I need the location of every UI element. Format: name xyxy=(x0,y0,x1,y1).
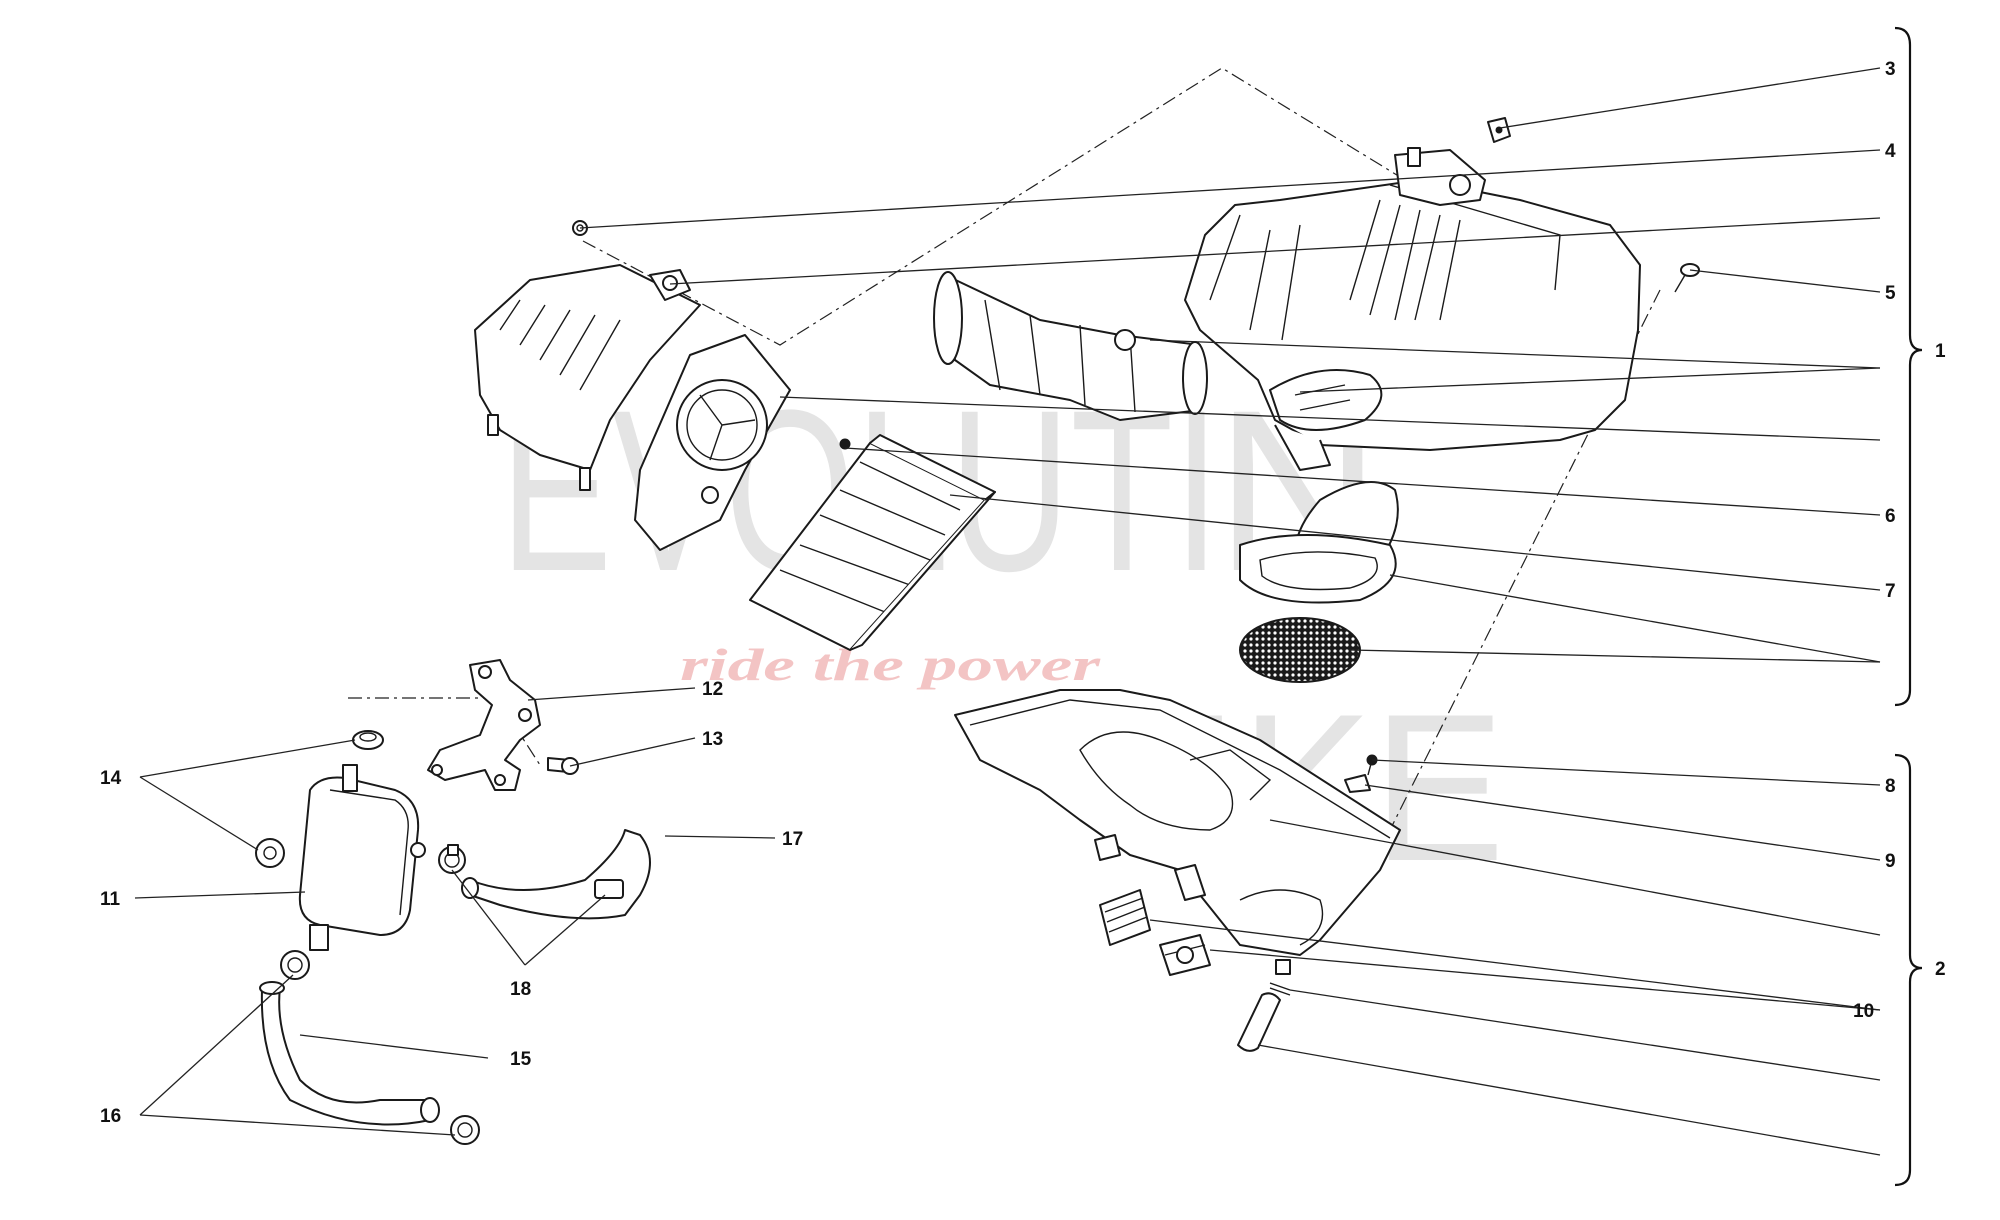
clamps-16 xyxy=(280,950,480,1145)
callout-3: 3 xyxy=(1885,59,1896,80)
lower-airbox xyxy=(954,689,1401,956)
callout-17: 17 xyxy=(782,829,803,850)
callout-16: 16 xyxy=(100,1106,121,1127)
callout-2: 2 xyxy=(1935,959,1946,980)
bolt-5 xyxy=(1674,263,1700,293)
airbox-rear-cover xyxy=(474,264,701,491)
callout-12: 12 xyxy=(702,679,723,700)
callout-18: 18 xyxy=(510,979,531,1000)
callout-11: 11 xyxy=(100,889,121,910)
watermark-tagline: ride the power xyxy=(680,639,1102,690)
callout-15: 15 xyxy=(510,1049,532,1070)
intake-duct xyxy=(933,271,1208,421)
callout-14: 14 xyxy=(100,768,122,789)
callout-5: 5 xyxy=(1885,283,1896,304)
intake-horn xyxy=(1239,481,1399,604)
callout-7: 7 xyxy=(1885,581,1896,602)
brace-assembly-2 xyxy=(1894,753,1923,1187)
callout-13: 13 xyxy=(702,729,723,750)
bolt-13 xyxy=(547,757,579,775)
mesh-screen xyxy=(1239,617,1361,683)
assembly-braces xyxy=(1894,26,1923,1187)
callout-6: 6 xyxy=(1885,506,1896,527)
callout-1: 1 xyxy=(1935,341,1946,362)
filter-pads xyxy=(1099,889,1211,976)
hose-17 xyxy=(461,829,651,920)
filter-frame xyxy=(634,334,791,551)
drain-tube xyxy=(1237,959,1291,1052)
callout-8: 8 xyxy=(1885,776,1896,797)
leader-lines xyxy=(134,67,1881,1156)
breather-tank xyxy=(298,764,426,951)
grommets-14 xyxy=(255,730,384,868)
hose-15 xyxy=(259,981,440,1126)
callout-10: 10 xyxy=(1853,1001,1874,1022)
clip-9 xyxy=(1344,774,1371,793)
brace-assembly-1 xyxy=(1894,26,1923,707)
callout-4: 4 xyxy=(1885,141,1896,162)
callout-9: 9 xyxy=(1885,851,1896,872)
screw-6 xyxy=(839,438,851,450)
hardware xyxy=(572,117,1700,793)
clamp-18 xyxy=(438,844,466,874)
callout-labels: 1 2 3 4 5 6 7 8 9 10 11 12 13 14 15 16 1… xyxy=(100,59,1946,1127)
bracket xyxy=(427,659,541,791)
